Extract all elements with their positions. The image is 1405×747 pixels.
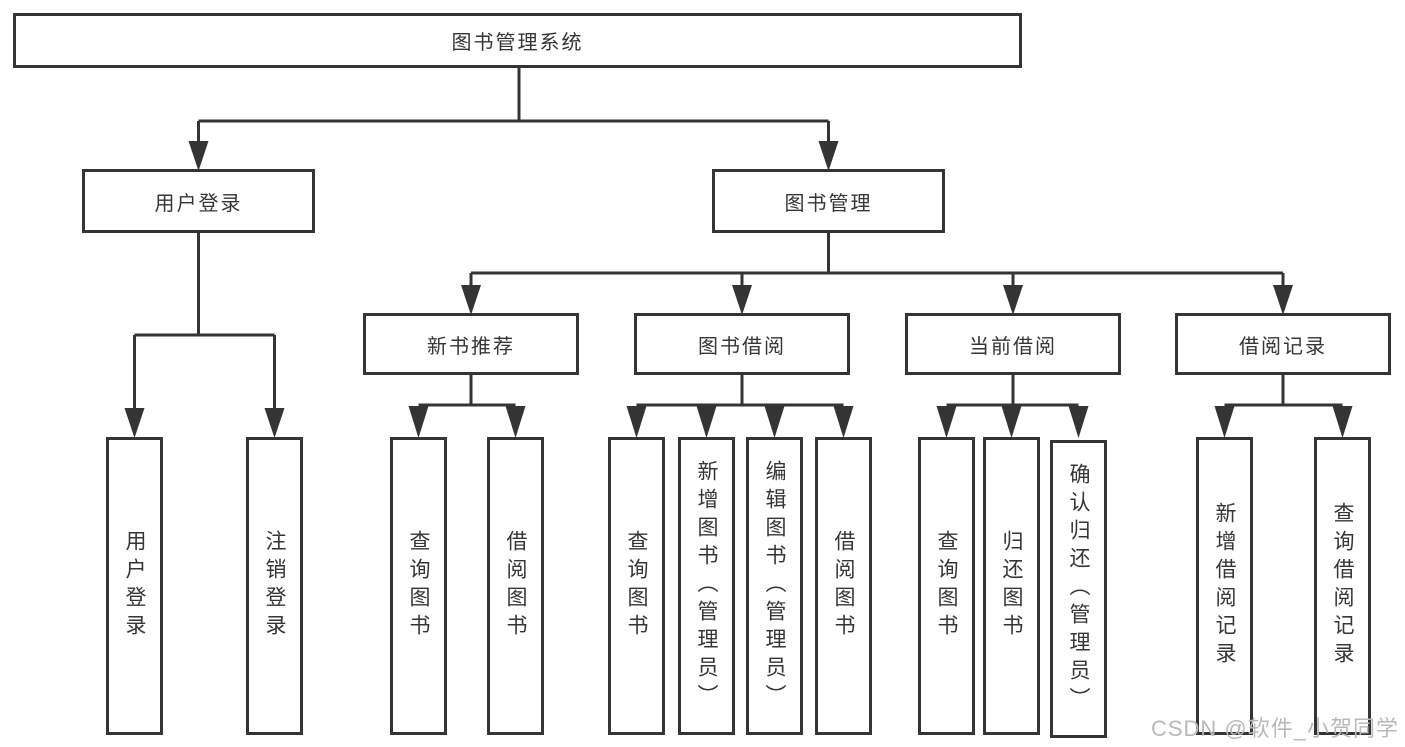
node-library-system: 图书管理系统 [13, 13, 1022, 68]
leaf-cb-query-books: 查询图书 [918, 437, 975, 735]
arrowhead-cb-query [936, 406, 957, 438]
arrowhead-borrow [732, 285, 752, 315]
leaf-nb-query-books: 查询图书 [390, 437, 447, 735]
node-book-management: 图书管理 [712, 169, 945, 233]
leaf-cb-return-books: 归还图书 [983, 437, 1040, 735]
leaf-bb-query-books: 查询图书 [608, 437, 665, 735]
arrowhead-records [1273, 285, 1293, 315]
arrowhead-cb-confirm [1068, 406, 1089, 438]
arrowhead-bb-edit [764, 406, 785, 438]
arrowhead-nb-borrow [505, 406, 526, 438]
arrowhead-book-mgmt [818, 141, 839, 171]
leaf-bb-borrow-books: 借阅图书 [815, 437, 872, 735]
arrowhead-bb-borrow [833, 406, 854, 438]
arrowhead-current [1003, 285, 1023, 315]
node-new-book-recommend: 新书推荐 [363, 313, 579, 375]
arrowhead-br-add [1214, 406, 1235, 438]
leaf-user-login: 用户登录 [106, 437, 163, 735]
leaf-logout: 注销登录 [246, 437, 303, 735]
leaf-bb-add-books-admin: 新增图书（管理员） [678, 437, 735, 735]
leaf-bb-edit-books-admin: 编辑图书（管理员） [746, 437, 803, 735]
arrowhead-nb-query [408, 406, 429, 438]
node-book-borrowing: 图书借阅 [634, 313, 850, 375]
arrowhead-bb-query [626, 406, 647, 438]
csdn-watermark: CSDN @软件_小贺同学 [1150, 716, 1399, 741]
arrowhead-leaf-login [124, 408, 145, 438]
arrowhead-new-book [461, 285, 481, 315]
node-user-login: 用户登录 [82, 169, 315, 233]
arrowhead-leaf-logout [264, 408, 285, 438]
arrowhead-br-query [1332, 406, 1353, 438]
node-borrowing-records: 借阅记录 [1175, 313, 1391, 375]
leaf-nb-borrow-books: 借阅图书 [487, 437, 544, 735]
leaf-br-query-record: 查询借阅记录 [1314, 437, 1371, 735]
node-current-borrowing: 当前借阅 [905, 313, 1121, 375]
leaf-br-add-record: 新增借阅记录 [1196, 437, 1253, 735]
arrowhead-user-login [188, 141, 209, 171]
leaf-cb-confirm-return-admin: 确认归还（管理员） [1050, 440, 1107, 738]
arrowhead-cb-return [1001, 406, 1022, 438]
arrowhead-bb-add [696, 406, 717, 438]
